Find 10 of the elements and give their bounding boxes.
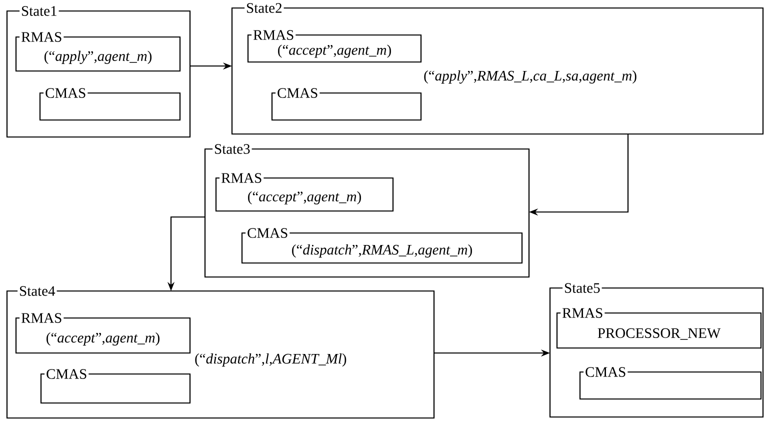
inner-box: CMAS: [271, 86, 422, 121]
inner-box: CMAS: [39, 86, 181, 121]
inner-box: CMAS: [579, 366, 762, 400]
inner-box: RMAS (“accept”,agent_m): [215, 172, 394, 212]
inner-box: CMAS: [40, 368, 191, 404]
inner-box: RMAS (“accept”,agent_m): [247, 28, 422, 63]
inner-box: RMAS (“apply”,agent_m): [15, 30, 181, 72]
inner-box: RMAS (“accept”,agent_m): [15, 312, 191, 354]
inner-box: CMAS (“dispatch”,RMAS_L,agent_m): [241, 226, 523, 264]
inner-box: RMAS PROCESSOR_NEW: [556, 306, 762, 349]
